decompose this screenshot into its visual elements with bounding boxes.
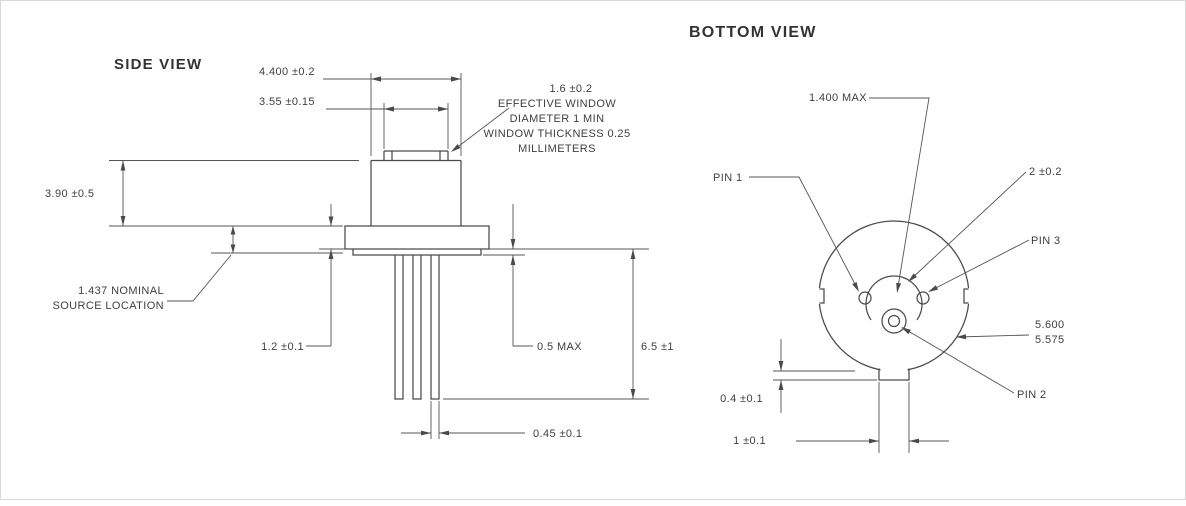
- arrowhead: [328, 216, 334, 226]
- bottom-view-dimension-lines: [749, 97, 1030, 453]
- dim-tab-width-lines: [796, 382, 949, 453]
- pin3-leader: [929, 239, 1030, 292]
- tab-width-label: 1 ±0.1: [733, 435, 766, 447]
- flange-outline: [344, 225, 490, 250]
- index-tab-outline: [878, 368, 910, 381]
- flange-diameter-lower-label: 5.575: [1035, 334, 1065, 346]
- dim-pin-diameter-lines: [401, 401, 525, 439]
- pin-middle-outline: [412, 255, 422, 400]
- pin2-circle: [887, 314, 901, 328]
- pin1-label: PIN 1: [713, 172, 743, 184]
- pin-circle-label: 2 ±0.2: [1029, 166, 1062, 178]
- pin3-circle: [916, 291, 930, 305]
- dim-pin-diameter-label: 0.45 ±0.1: [533, 428, 582, 440]
- arrowhead: [901, 327, 911, 335]
- arrowhead: [371, 76, 381, 82]
- arrowhead: [510, 239, 516, 249]
- dim-window-diameter-label: 3.55 ±0.15: [259, 96, 315, 108]
- arrowhead: [439, 430, 449, 436]
- dim-pin-length-lines: [443, 249, 649, 400]
- center-boss-leader: [869, 97, 930, 285]
- arrowhead: [120, 160, 126, 171]
- source-note-line2: SOURCE LOCATION: [52, 300, 164, 312]
- arrowhead: [451, 144, 461, 152]
- dim-standoff-lines: [483, 204, 649, 347]
- arrowhead: [230, 244, 236, 253]
- window-note-line3: DIAMETER 1 MIN: [510, 113, 605, 125]
- source-location-lines: [167, 226, 343, 302]
- flange-circle: [818, 220, 970, 372]
- arrowhead: [928, 285, 938, 292]
- standoff-outline: [352, 249, 482, 256]
- window-note-line2: EFFECTIVE WINDOW: [498, 98, 616, 110]
- arrowhead: [909, 438, 919, 444]
- dim-window-diameter-lines: [326, 103, 449, 149]
- flange-diameter-leader: [957, 334, 1030, 338]
- flange-diameter-upper-label: 5.600: [1035, 319, 1065, 331]
- dim-pin-length-label: 6.5 ±1: [641, 341, 674, 353]
- arrowhead: [956, 334, 967, 340]
- pin-right-outline: [430, 255, 440, 400]
- dim-cap-diameter-lines: [323, 73, 462, 156]
- pin2-label: PIN 2: [1017, 389, 1047, 401]
- window-note-line4: WINDOW THICKNESS 0.25: [484, 128, 631, 140]
- right-notch-eraser: [965, 288, 975, 304]
- arrowhead: [421, 430, 431, 436]
- window-note-line1: 1.6 ±0.2: [550, 83, 593, 95]
- dim-tab-height-lines: [773, 339, 877, 413]
- arrowhead: [328, 249, 334, 259]
- side-view-outline: [344, 150, 490, 400]
- bottom-view: BOTTOM VIEW 1.400 MAX PIN 1 2 ±0.2 PIN 3…: [689, 24, 1065, 453]
- arrowhead: [630, 389, 636, 399]
- center-boss-label: 1.400 MAX: [809, 92, 867, 104]
- bottom-view-arrowheads: [778, 273, 967, 444]
- arrowhead: [120, 216, 126, 226]
- left-notch-eraser: [813, 288, 823, 304]
- pin-left-outline: [394, 255, 404, 400]
- arrowhead: [852, 282, 859, 292]
- arrowhead: [869, 438, 879, 444]
- cap-body-outline: [370, 159, 462, 226]
- center-boss-circle: [881, 308, 907, 334]
- arrowhead: [778, 380, 784, 390]
- dim-flange-thickness-label: 1.2 ±0.1: [261, 341, 304, 353]
- arrowhead: [908, 273, 917, 282]
- bottom-tab-eraser: [880, 365, 908, 373]
- pin3-label: PIN 3: [1031, 235, 1061, 247]
- side-view: SIDE VIEW 4.400 ±0.2 3.55 ±0.15 1.6 ±0.2…: [45, 56, 674, 440]
- arrowhead: [630, 249, 636, 259]
- arrowhead: [438, 106, 448, 112]
- dim-cap-height-label: 3.90 ±0.5: [45, 188, 94, 200]
- arrowhead: [778, 361, 784, 371]
- arrowhead: [510, 255, 516, 265]
- bottom-view-outline: [819, 275, 969, 381]
- window-note-leader: [452, 107, 510, 151]
- pin1-leader: [749, 176, 857, 287]
- pin2-leader: [902, 327, 1015, 394]
- dim-flange-thickness-lines: [306, 204, 345, 347]
- right-flat-notch: [963, 288, 969, 304]
- source-note-line1: 1.437 NOMINAL: [78, 285, 164, 297]
- window-note-line5: MILLIMETERS: [518, 143, 596, 155]
- tab-height-label: 0.4 ±0.1: [720, 393, 763, 405]
- left-flat-notch: [819, 288, 825, 304]
- bottom-view-title: BOTTOM VIEW: [689, 24, 817, 41]
- arrowhead: [384, 106, 394, 112]
- arrowhead: [230, 226, 236, 235]
- arrowhead: [896, 282, 902, 293]
- side-view-arrowheads: [120, 76, 636, 436]
- pin1-circle: [858, 291, 872, 305]
- pin-circle-leader: [909, 171, 1027, 281]
- dim-cap-diameter-label: 4.400 ±0.2: [259, 66, 315, 78]
- dim-cap-height-lines: [109, 160, 359, 227]
- cap-window-outline: [383, 150, 449, 161]
- pin-circle-arc: [865, 275, 923, 321]
- arrowhead: [451, 76, 461, 82]
- dim-standoff-label: 0.5 MAX: [537, 341, 582, 353]
- side-view-title: SIDE VIEW: [114, 56, 202, 73]
